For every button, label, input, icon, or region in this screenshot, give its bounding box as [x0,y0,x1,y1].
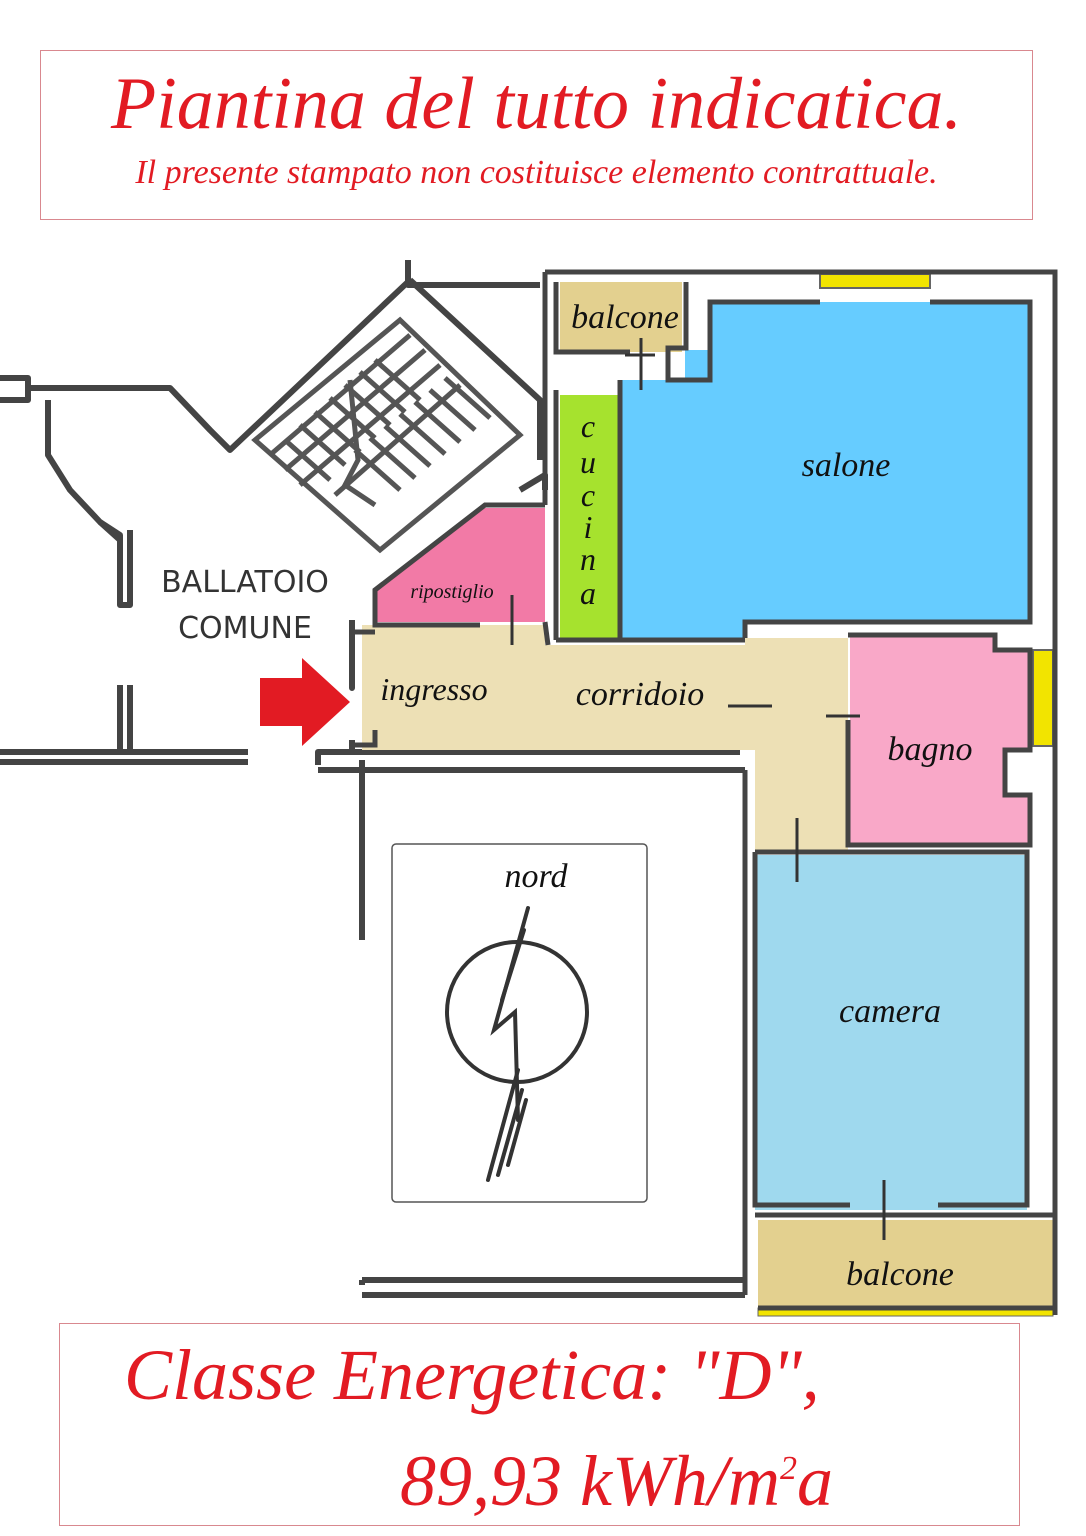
window-bagno [1032,649,1054,747]
energy-class-label: Classe Energetica: "D", [124,1335,820,1415]
compass-box: nord [391,843,648,1203]
common-area-walls [0,260,745,1298]
ingresso-label: ingresso [380,671,487,707]
cucina-label: c u c i n a [580,408,596,611]
cucina-letter: u [580,444,596,480]
door-marks [510,338,886,1240]
cucina-area [560,395,618,638]
balcone-bottom-label: balcone [846,1256,954,1293]
camera-area [755,855,1027,1210]
disclaimer-title: Piantina del tutto indicatica. [111,63,962,145]
balcone-top-label: balcone [571,299,679,336]
cucina-letter: i [584,509,593,545]
cucina-letter: c [581,408,595,444]
disclaimer-subtitle: Il presente stampato non costituisce ele… [135,154,938,191]
floor-plan: balcone c u c i n a salone ripostiglio i… [0,260,1058,1317]
energy-value-suffix: a [796,1441,833,1521]
compass-label: nord [505,858,569,895]
ripostiglio-area [375,508,545,622]
staircase [251,316,524,554]
corridor-area [362,625,848,850]
bagno-area [850,636,1030,845]
balcone-bottom-area [758,1220,1053,1308]
corridoio-label: corridoio [576,676,704,713]
ripostiglio-label: ripostiglio [410,581,493,603]
cucina-letter: a [580,575,596,611]
salone-label: salone [802,447,891,484]
ballatoio-label: BALLATOIO [161,565,329,600]
salone-area [620,302,1030,640]
cucina-letter: c [581,477,595,513]
comune-label: COMUNE [178,611,312,646]
energy-value-superscript: 2 [779,1450,797,1487]
cucina-letter: n [580,541,596,577]
balcone-top-area [560,282,682,352]
energy-value: 89,93 kWh/m2a [400,1424,833,1526]
apartment-walls [352,269,1058,1315]
bagno-label: bagno [888,731,973,768]
disclaimer-box: Piantina del tutto indicatica. Il presen… [40,50,1033,220]
entrance-arrow-icon [260,658,350,746]
window-salone [819,273,931,289]
energy-class-box: Classe Energetica: "D", 89,93 kWh/m2a [59,1323,1020,1526]
camera-label: camera [839,993,941,1030]
north-arrow-icon [445,906,589,1182]
energy-value-number: 89,93 kWh/m [400,1441,780,1521]
